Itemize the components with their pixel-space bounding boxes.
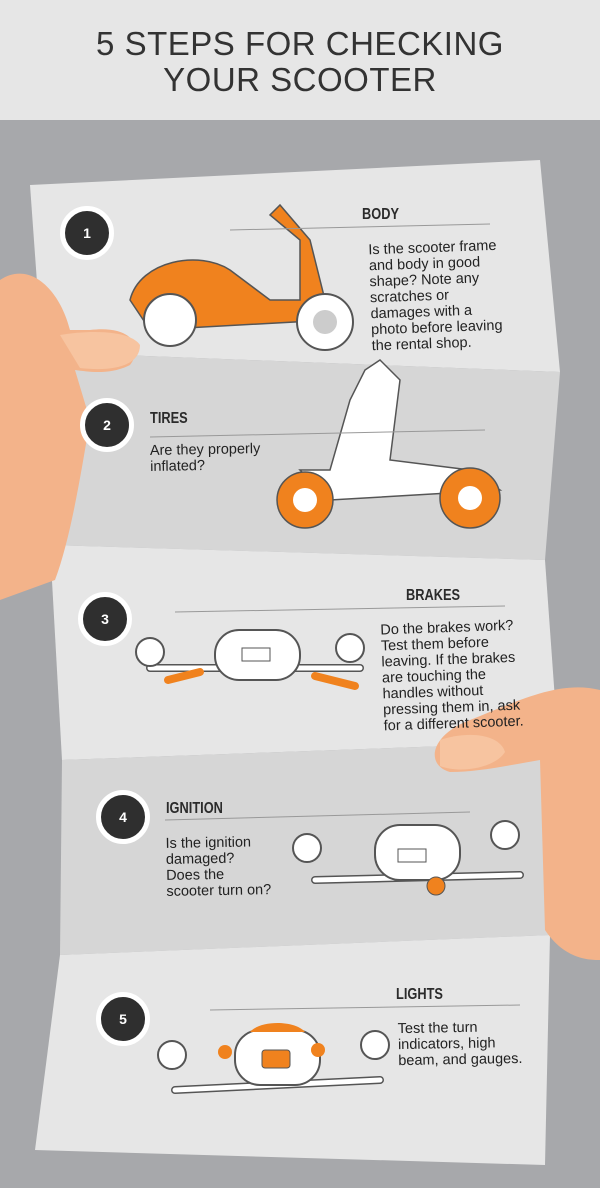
handlebar-lights-illustration — [157, 1023, 390, 1094]
right-hand-illustration — [434, 687, 600, 960]
panel-2 — [42, 352, 560, 560]
left-hand-illustration — [0, 273, 140, 600]
step-number-badge: 5 — [96, 992, 150, 1046]
handlebar-ignition-illustration — [292, 820, 524, 896]
scooter-body-illustration — [129, 203, 354, 351]
step-heading: IGNITION — [166, 800, 223, 817]
header-banner: 5 STEPS FOR CHECKING YOUR SCOOTER — [0, 0, 600, 120]
step-number-badge: 3 — [78, 592, 132, 646]
divider-lines — [149, 223, 521, 1011]
step-heading: TIRES — [150, 410, 188, 427]
step-heading: BRAKES — [406, 587, 461, 604]
title-line-1: 5 STEPS FOR CHECKING — [96, 25, 504, 62]
step-heading: BODY — [362, 206, 399, 223]
panel-3 — [50, 545, 558, 760]
handlebar-brakes-illustration — [135, 629, 365, 690]
title-line-2: YOUR SCOOTER — [163, 61, 437, 98]
step-number-badge: 2 — [80, 398, 134, 452]
scooter-tires-illustration — [276, 359, 503, 529]
step-number-badge: 1 — [60, 206, 114, 260]
step-number-badge: 4 — [96, 790, 150, 844]
page-title: 5 STEPS FOR CHECKING YOUR SCOOTER — [0, 26, 600, 98]
step-heading: LIGHTS — [396, 986, 443, 1003]
